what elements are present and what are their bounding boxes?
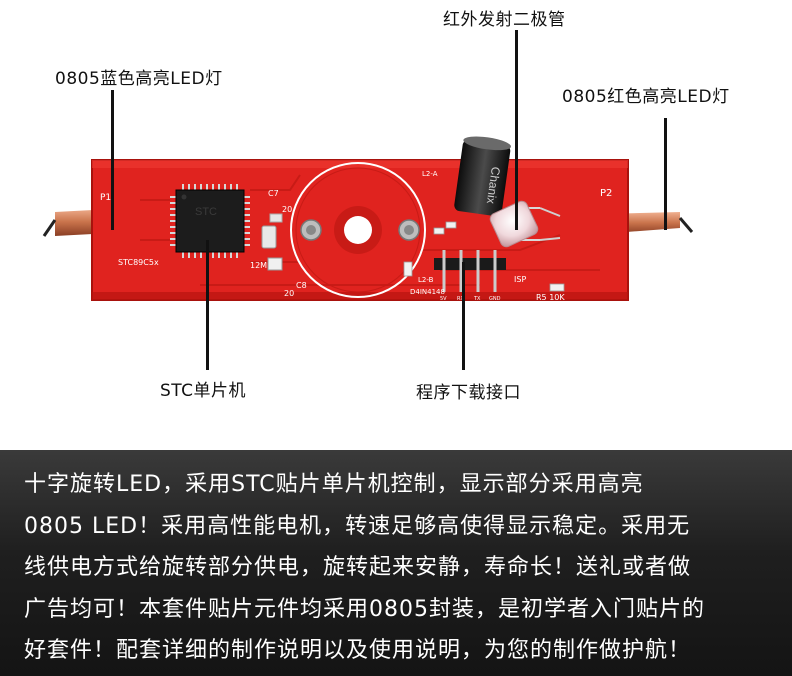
header-pin-4: GND bbox=[489, 296, 501, 302]
silk-c8: C8 bbox=[296, 281, 307, 290]
header-pin-1: 5V bbox=[440, 296, 447, 302]
silk-20-a: 20 bbox=[282, 205, 292, 214]
silk-p1: P1 bbox=[100, 193, 111, 203]
callout-line-blue-led bbox=[111, 90, 114, 230]
callout-line-port bbox=[462, 262, 465, 370]
callout-line-red-led bbox=[664, 118, 667, 230]
screw-right bbox=[398, 219, 420, 241]
silk-20-b: 20 bbox=[284, 289, 294, 298]
callout-line-ir bbox=[515, 30, 518, 230]
silk-l2b: L2-B bbox=[418, 276, 434, 284]
silk-r5: R5 10K bbox=[536, 293, 565, 302]
pin-header bbox=[434, 250, 506, 292]
silk-12m: 12M bbox=[250, 261, 267, 270]
silk-diode: D4IN4148 bbox=[410, 288, 445, 296]
description-line-3: 线供电方式给旋转部分供电，旋转起来安静，寿命长！送礼或者做 bbox=[24, 555, 692, 580]
mcu-chip: STC bbox=[170, 184, 250, 258]
center-hole bbox=[344, 216, 372, 244]
description-line-4: 广告均可！本套件贴片元件均采用0805封装，是初学者入门贴片的 bbox=[24, 596, 705, 622]
crystal bbox=[261, 225, 277, 249]
description-line-5: 好套件！配套详细的制作说明以及使用说明，为您的制作做护航！ bbox=[24, 638, 692, 663]
silk-stc89c5x: STC89C5x bbox=[118, 258, 159, 267]
cap-brand: Chanix bbox=[484, 166, 503, 205]
silk-isp: ISP bbox=[514, 275, 526, 284]
callout-red-led: 0805红色高亮LED灯 bbox=[562, 87, 730, 107]
description-line-2: 0805 LED！采用高性能电机，转速足够高使得显示稳定。采用无 bbox=[24, 513, 691, 539]
screw-left bbox=[300, 219, 322, 241]
description-line-1: 十字旋转LED，采用STC贴片单片机控制，显示部分采用高亮 bbox=[24, 472, 644, 497]
silk-l2a: L2-A bbox=[422, 170, 438, 178]
motor-ring bbox=[290, 162, 426, 298]
callout-line-mcu bbox=[206, 240, 209, 370]
header-pin-2: RX bbox=[457, 296, 464, 302]
electrolytic-capacitor: Chanix bbox=[454, 136, 511, 217]
chip-marking: STC bbox=[195, 206, 217, 218]
ir-diode bbox=[489, 200, 561, 248]
pcb-illustration: STC Chanix bbox=[42, 136, 694, 302]
callout-mcu: STC单片机 bbox=[160, 381, 247, 401]
callout-blue-led: 0805蓝色高亮LED灯 bbox=[55, 69, 223, 89]
callout-program-port: 程序下载接口 bbox=[416, 383, 521, 403]
description-panel: 十字旋转LED，采用STC贴片单片机控制，显示部分采用高亮 0805 LED！采… bbox=[0, 450, 792, 676]
silk-c7: C7 bbox=[268, 189, 279, 198]
header-pin-3: TX bbox=[473, 296, 481, 302]
diagram-area: STC Chanix bbox=[42, 10, 730, 403]
silk-p2: P2 bbox=[600, 188, 612, 199]
callout-ir-diode: 红外发射二极管 bbox=[443, 10, 566, 30]
